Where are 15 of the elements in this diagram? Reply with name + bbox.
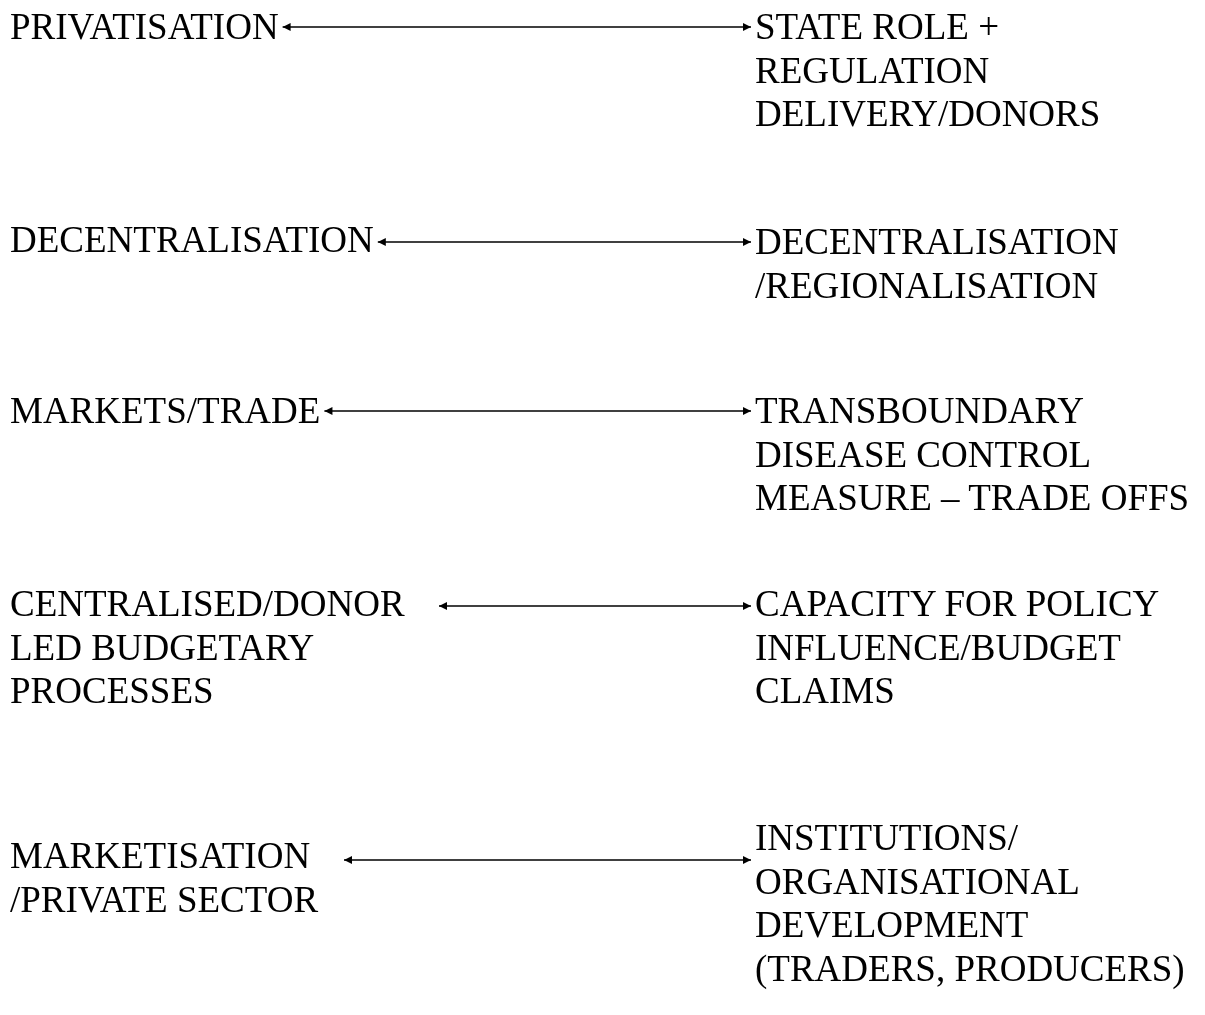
double-arrow	[377, 238, 752, 246]
double-arrow	[281, 23, 752, 31]
double-arrow	[343, 856, 752, 864]
node-label: MARKETISATION /PRIVATE SECTOR	[10, 834, 340, 921]
node-label: TRANSBOUNDARY DISEASE CONTROL MEASURE – TRADE OFFS	[755, 389, 1203, 520]
double-arrow	[438, 602, 752, 610]
node-label: PRIVATISATION	[10, 5, 279, 49]
node-label: MARKETS/TRADE	[10, 389, 321, 433]
node-label: CAPACITY FOR POLICY INFLUENCE/BUDGET CLAIMS	[755, 582, 1203, 713]
node-label: STATE ROLE + REGULATION DELIVERY/DONORS	[755, 5, 1115, 136]
double-arrow	[323, 407, 752, 415]
node-label: CENTRALISED/DONOR LED BUDGETARY PROCESSES	[10, 582, 435, 713]
node-label: DECENTRALISATION /REGIONALISATION	[755, 220, 1140, 307]
node-label: DECENTRALISATION	[10, 218, 374, 262]
node-label: INSTITUTIONS/ ORGANISATIONAL DEVELOPMENT (TRADERS, PRODUCERS)	[755, 816, 1203, 990]
